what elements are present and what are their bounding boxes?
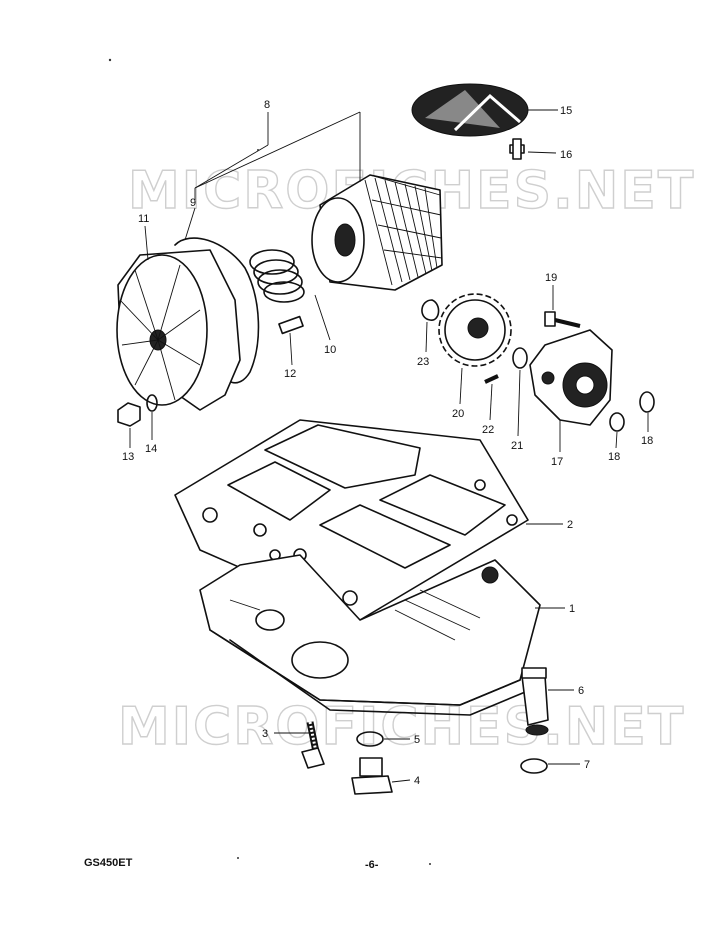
callout-5: 5 — [414, 734, 420, 746]
leader-lines — [129, 109, 649, 783]
o-ring-part — [174, 237, 260, 384]
callout-21: 21 — [511, 440, 523, 452]
callout-18b: 18 — [641, 435, 653, 447]
filter-cover-part — [116, 249, 241, 411]
callout-3: 3 — [262, 728, 268, 740]
callout-15: 15 — [560, 105, 572, 117]
callout-18a: 18 — [608, 451, 620, 463]
callout-20: 20 — [452, 408, 464, 420]
callout-16: 16 — [560, 149, 572, 161]
circlip-23-part — [421, 299, 440, 321]
callout-17: 17 — [551, 456, 563, 468]
gasket-5-part — [356, 731, 384, 747]
washer-21-part — [512, 347, 528, 369]
callout-4: 4 — [414, 775, 420, 787]
bolt-19-part — [544, 311, 581, 328]
model-code: GS450ET — [84, 857, 133, 869]
bolt-3-part — [301, 721, 325, 769]
page-number: -6- — [365, 859, 379, 871]
watermark-bottom: MICROFICHES.NET — [118, 697, 685, 757]
callout-10: 10 — [324, 344, 336, 356]
callout-7: 7 — [584, 759, 590, 771]
o-ring-18a-part — [609, 412, 625, 432]
pin-12-part — [278, 315, 304, 335]
oil-filter-element-part — [311, 174, 443, 291]
callout-11: 11 — [138, 213, 149, 225]
oil-pump-part — [529, 329, 613, 426]
drain-plug-part — [351, 757, 393, 795]
oil-pan-part — [199, 554, 541, 716]
callout-22: 22 — [482, 424, 494, 436]
fitting-6-part — [521, 667, 549, 736]
callout-19: 19 — [545, 272, 557, 284]
o-ring-18b-part — [639, 391, 655, 413]
oil-pump-gear-part — [438, 293, 512, 367]
callout-6: 6 — [578, 685, 584, 697]
gasket-7-part — [520, 758, 548, 774]
callout-14: 14 — [145, 443, 157, 455]
pin-22-part — [484, 374, 499, 384]
callout-13: 13 — [122, 451, 134, 463]
spring-part — [249, 249, 305, 303]
callout-1: 1 — [569, 603, 575, 615]
callout-8: 8 — [264, 99, 270, 111]
callout-23: 23 — [417, 356, 429, 368]
nut-13-part — [117, 402, 141, 427]
callout-2: 2 — [567, 519, 573, 531]
screw-16-part — [509, 138, 525, 160]
callout-9: 9 — [190, 197, 196, 209]
washer-14-part — [146, 394, 158, 412]
callout-12: 12 — [284, 368, 296, 380]
filter-cap-part — [411, 83, 529, 137]
